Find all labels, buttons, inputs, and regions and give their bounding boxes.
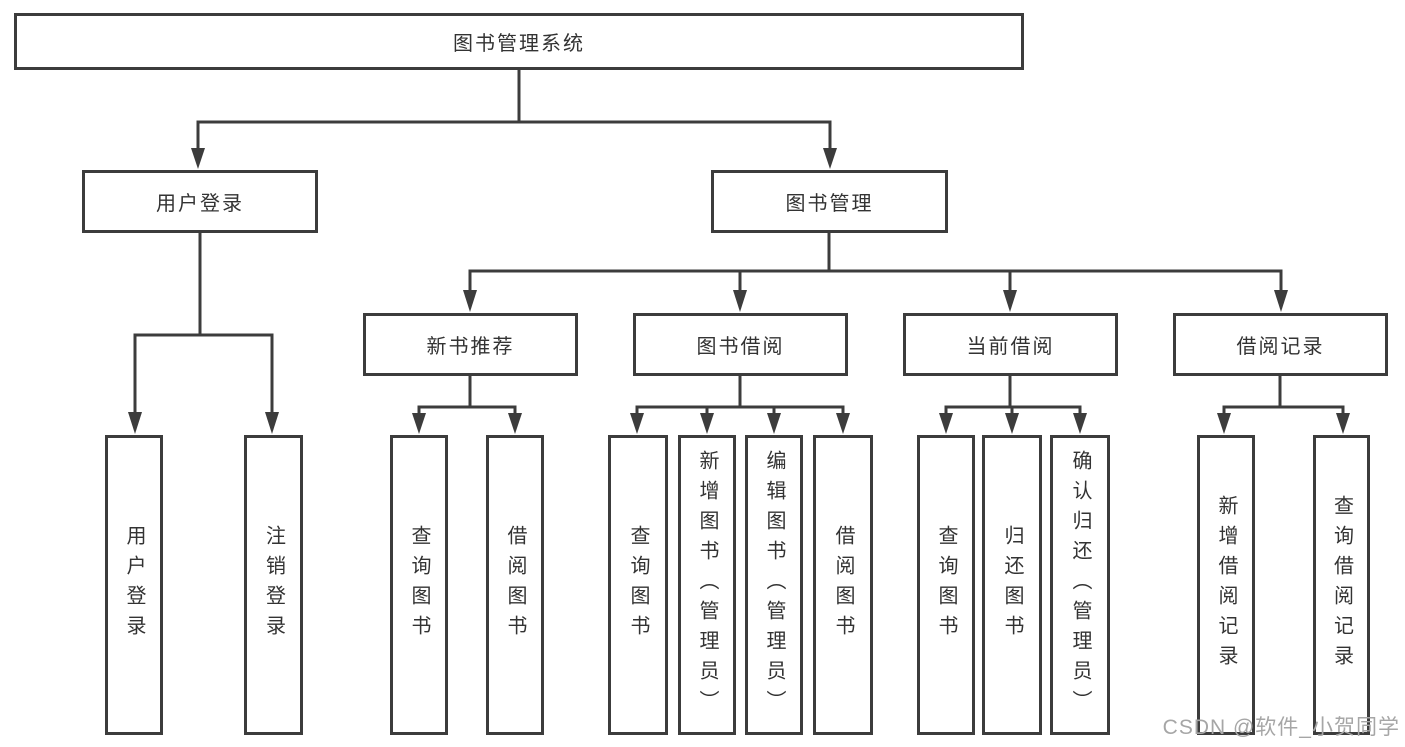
- leaf-cb-query-book: 查询图书: [917, 435, 975, 735]
- leaf-label: 借阅图书: [832, 525, 854, 645]
- arrowhead: [939, 413, 953, 434]
- leaf-bb-borrow-book: 借阅图书: [813, 435, 873, 735]
- arrowhead: [836, 413, 850, 434]
- arrowhead: [630, 413, 644, 434]
- leaf-cb-return-book: 归还图书: [982, 435, 1042, 735]
- leaf-label: 查询图书: [935, 525, 957, 645]
- leaf-label: 注销登录: [262, 525, 285, 645]
- leaf-bb-query-book: 查询图书: [608, 435, 668, 735]
- node-library-system: 图书管理系统: [14, 13, 1024, 70]
- leaf-nbr-borrow-book: 借阅图书: [486, 435, 544, 735]
- arrowhead: [128, 412, 142, 434]
- csdn-watermark: CSDN @软件_小贺同学: [1162, 716, 1400, 739]
- arrowhead: [265, 412, 279, 434]
- arrowhead: [1217, 413, 1231, 434]
- node-borrowing-records: 借阅记录: [1173, 313, 1388, 376]
- node-book-borrowing: 图书借阅: [633, 313, 848, 376]
- node-new-book-recommend: 新书推荐: [363, 313, 578, 376]
- leaf-label: 用户登录: [123, 525, 145, 645]
- arrowhead: [1336, 413, 1350, 434]
- leaf-label: 借阅图书: [504, 525, 526, 645]
- leaf-nbr-query-book: 查询图书: [390, 435, 448, 735]
- leaf-label: 编辑图书（管理员）: [763, 450, 785, 720]
- leaf-label: 归还图书: [1001, 525, 1023, 645]
- leaf-label: 确认归还（管理员）: [1069, 450, 1091, 720]
- leaf-logout: 注销登录: [244, 435, 303, 735]
- arrowhead: [823, 148, 837, 169]
- arrowhead: [508, 413, 522, 434]
- leaf-label: 新增图书（管理员）: [696, 450, 718, 720]
- arrowhead: [1274, 290, 1288, 312]
- arrowhead: [463, 290, 477, 312]
- leaf-user-login: 用户登录: [105, 435, 163, 735]
- leaf-br-add-record: 新增借阅记录: [1197, 435, 1255, 735]
- arrowhead: [1073, 413, 1087, 434]
- leaf-br-query-record: 查询借阅记录: [1313, 435, 1370, 735]
- arrowhead: [700, 413, 714, 434]
- arrowhead: [733, 290, 747, 312]
- leaf-label: 查询图书: [627, 525, 649, 645]
- leaf-label: 查询图书: [408, 525, 430, 645]
- arrowhead: [1005, 413, 1019, 434]
- arrowhead: [191, 148, 205, 169]
- node-book-management: 图书管理: [711, 170, 948, 233]
- leaf-label: 新增借阅记录: [1215, 495, 1237, 675]
- arrowhead: [412, 413, 426, 434]
- node-current-borrowing: 当前借阅: [903, 313, 1118, 376]
- leaf-label: 查询借阅记录: [1330, 495, 1353, 675]
- arrowhead: [767, 413, 781, 434]
- leaf-bb-edit-book-admin: 编辑图书（管理员）: [745, 435, 803, 735]
- leaf-cb-confirm-return-admin: 确认归还（管理员）: [1050, 435, 1110, 735]
- node-user-login: 用户登录: [82, 170, 318, 233]
- arrowhead: [1003, 290, 1017, 312]
- leaf-bb-add-book-admin: 新增图书（管理员）: [678, 435, 736, 735]
